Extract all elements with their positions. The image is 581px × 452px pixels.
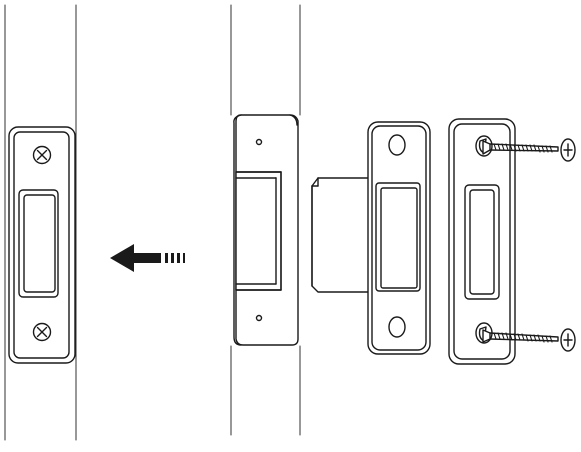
phillips-screw-icon bbox=[478, 326, 576, 352]
door-frame-assembled bbox=[4, 4, 77, 441]
phillips-screw-icon bbox=[478, 138, 576, 162]
arrow-left-icon bbox=[110, 244, 185, 272]
reinforcement-cup bbox=[311, 177, 373, 293]
installed-strike-plate bbox=[8, 126, 76, 364]
pilot-hole-icon bbox=[255, 314, 263, 322]
screw-hole-icon bbox=[388, 134, 406, 156]
screw-head-icon bbox=[32, 322, 52, 342]
strike-plate-with-screws bbox=[448, 118, 576, 365]
strike-plate bbox=[367, 121, 431, 355]
door-frame-mortise bbox=[230, 4, 301, 436]
screw-hole-icon bbox=[388, 316, 406, 338]
pilot-hole-icon bbox=[255, 138, 263, 146]
screw-head-icon bbox=[32, 145, 52, 165]
